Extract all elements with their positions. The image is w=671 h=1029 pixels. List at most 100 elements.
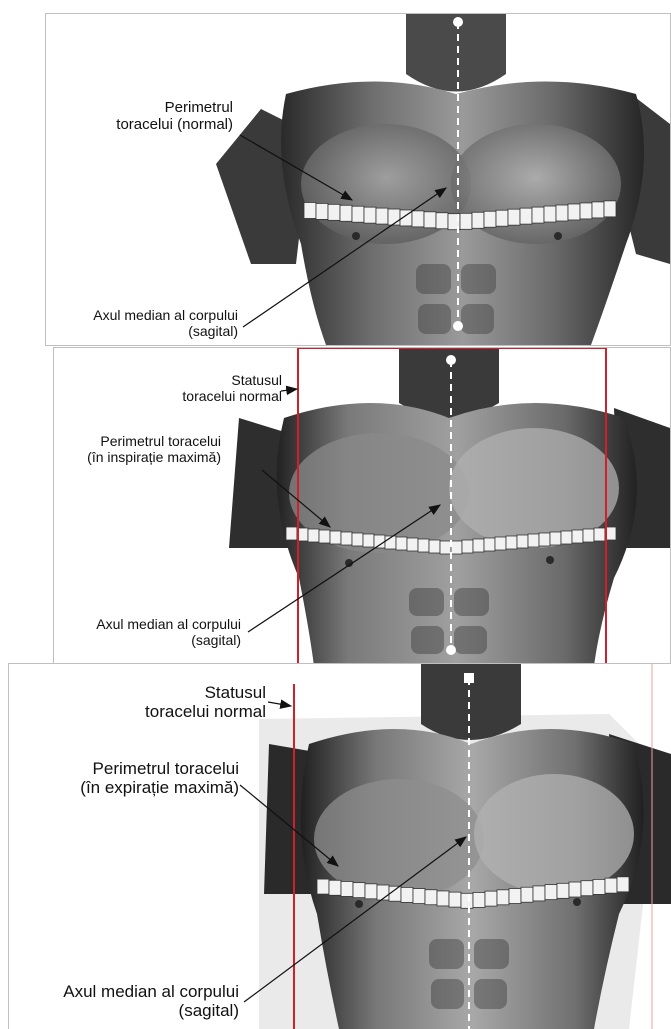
tape-segment bbox=[363, 534, 374, 547]
tape-segment bbox=[506, 536, 517, 549]
tape-segment bbox=[418, 539, 429, 552]
status-label-inspiration: Statusul toracelui normal bbox=[182, 373, 282, 404]
axis-label-line2: (sagital) bbox=[96, 633, 241, 649]
tape-segment bbox=[352, 206, 364, 222]
tape-segment bbox=[583, 529, 594, 542]
tape-segment bbox=[460, 213, 472, 229]
status-label-line2: toracelui normal bbox=[182, 389, 282, 405]
tape-segment bbox=[557, 883, 569, 898]
axis-label-expiration: Axul median al corpului (sagital) bbox=[63, 982, 239, 1020]
perimeter-label-line2: (în expirație maximă) bbox=[80, 778, 239, 797]
tape-segment bbox=[412, 211, 424, 227]
tape-segment bbox=[568, 204, 580, 220]
tape-segment bbox=[376, 208, 388, 224]
tape-segment bbox=[319, 530, 330, 543]
status-label-line1: Statusul bbox=[145, 683, 266, 702]
tape-segment bbox=[328, 204, 340, 220]
panel-expiration bbox=[9, 664, 671, 1029]
axis-top-dot bbox=[446, 355, 456, 365]
tape-segment bbox=[451, 541, 462, 554]
status-label-line1: Statusul bbox=[182, 373, 282, 389]
perimeter-label-line1: Perimetrul toracelui bbox=[80, 759, 239, 778]
axis-label-line1: Axul median al corpului bbox=[63, 982, 239, 1001]
tape-segment bbox=[286, 527, 297, 540]
tape-segment bbox=[497, 890, 509, 905]
tape-segment bbox=[440, 541, 451, 554]
tape-segment bbox=[572, 530, 583, 543]
tape-segment bbox=[424, 212, 436, 228]
tape-segment bbox=[592, 202, 604, 218]
tape-segment bbox=[484, 538, 495, 551]
right-pectoral bbox=[474, 774, 634, 894]
tape-segment bbox=[437, 891, 449, 906]
tape-segment bbox=[429, 540, 440, 553]
axis-top-marker bbox=[464, 673, 474, 683]
axis-label-line2: (sagital) bbox=[93, 324, 238, 340]
tape-segment bbox=[473, 539, 484, 552]
tape-segment bbox=[449, 892, 461, 907]
right-nipple bbox=[573, 898, 581, 906]
tape-segment bbox=[400, 210, 412, 226]
tape-segment bbox=[340, 205, 352, 221]
axis-label-line1: Axul median al corpului bbox=[93, 308, 238, 324]
tape-segment bbox=[385, 536, 396, 549]
tape-segment bbox=[389, 886, 401, 901]
perimeter-label-line1: Perimetrul toracelui bbox=[87, 434, 221, 450]
perimeter-label-inspiration: Perimetrul toracelui (în inspirație maxi… bbox=[87, 434, 221, 465]
axis-bottom-dot bbox=[446, 645, 456, 655]
tape-segment bbox=[581, 881, 593, 896]
tape-segment bbox=[485, 891, 497, 906]
torso-figure-expiration bbox=[9, 664, 671, 1029]
tape-segment bbox=[377, 885, 389, 900]
tape-segment bbox=[550, 532, 561, 545]
tape-segment bbox=[532, 207, 544, 223]
tape-segment bbox=[556, 205, 568, 221]
status-label-expiration: Statusul toracelui normal bbox=[145, 683, 266, 721]
tape-segment bbox=[316, 203, 328, 219]
tape-segment bbox=[484, 211, 496, 227]
tape-segment bbox=[329, 880, 341, 895]
tape-segment bbox=[462, 540, 473, 553]
tape-segment bbox=[561, 531, 572, 544]
tape-segment bbox=[341, 532, 352, 545]
tape-segment bbox=[580, 203, 592, 219]
perimeter-label-normal: Perimetrul toracelui (normal) bbox=[116, 100, 233, 134]
axis-label-line2: (sagital) bbox=[63, 1001, 239, 1020]
tape-segment bbox=[545, 885, 557, 900]
panel-normal bbox=[46, 14, 670, 345]
axis-label-line1: Axul median al corpului bbox=[96, 617, 241, 633]
tape-segment bbox=[509, 889, 521, 904]
tape-segment bbox=[617, 877, 629, 892]
tape-segment bbox=[304, 202, 316, 218]
tape-segment bbox=[341, 881, 353, 896]
torso-figure-normal bbox=[46, 14, 670, 345]
left-nipple bbox=[352, 232, 360, 240]
tape-segment bbox=[539, 533, 550, 546]
tape-segment bbox=[425, 890, 437, 905]
tape-segment bbox=[605, 878, 617, 893]
tape-segment bbox=[604, 201, 616, 217]
tape-segment bbox=[396, 537, 407, 550]
tape-segment bbox=[495, 537, 506, 550]
tape-segment bbox=[569, 882, 581, 897]
tape-segment bbox=[544, 206, 556, 222]
tape-segment bbox=[496, 210, 508, 226]
axis-top-dot bbox=[453, 17, 463, 27]
tape-segment bbox=[521, 887, 533, 902]
tape-segment bbox=[520, 208, 532, 224]
perimeter-label-line1: Perimetrul bbox=[116, 100, 233, 117]
tape-segment bbox=[593, 879, 605, 894]
tape-segment bbox=[413, 889, 425, 904]
tape-segment bbox=[461, 893, 473, 908]
left-nipple bbox=[355, 900, 363, 908]
perimeter-label-expiration: Perimetrul toracelui (în expirație maxim… bbox=[80, 759, 239, 797]
axis-bottom-dot bbox=[453, 321, 463, 331]
tape-segment bbox=[517, 535, 528, 548]
perimeter-label-line2: (în inspirație maximă) bbox=[87, 450, 221, 466]
tape-segment bbox=[308, 529, 319, 542]
status-label-line2: toracelui normal bbox=[145, 702, 266, 721]
right-nipple bbox=[546, 556, 554, 564]
tape-segment bbox=[436, 213, 448, 229]
left-nipple bbox=[345, 559, 353, 567]
axis-label-normal: Axul median al corpului (sagital) bbox=[93, 308, 238, 339]
